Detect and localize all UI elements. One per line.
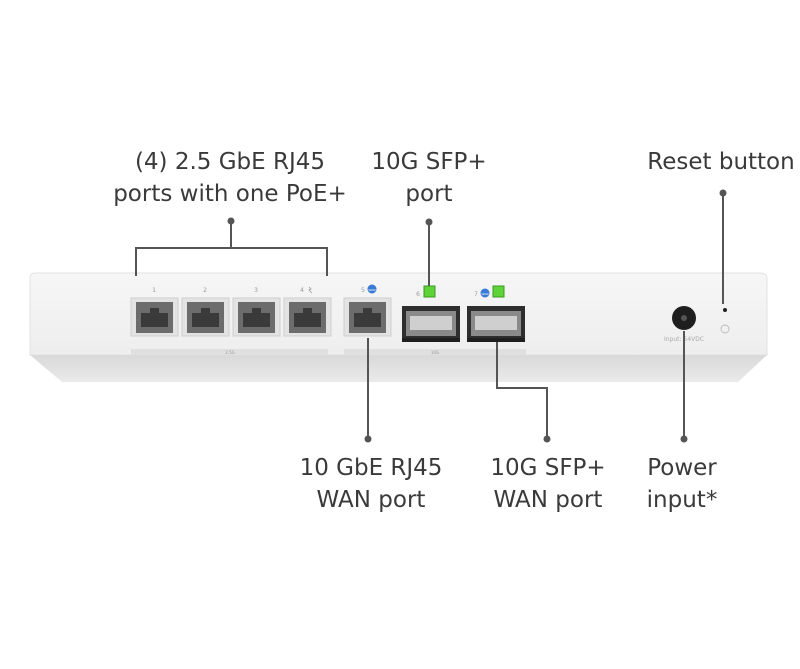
- dot-wan-rj45: [364, 435, 372, 443]
- rj45-port-2[interactable]: [181, 297, 230, 337]
- callout-sfp-port-line2: port: [405, 181, 453, 207]
- wan-badge-label-5: WAN: [368, 288, 375, 292]
- port-number-4: 4: [300, 287, 304, 294]
- port-number-3: 3: [254, 287, 258, 294]
- dot-sfp-port: [425, 218, 433, 226]
- rj45-port-3[interactable]: [232, 297, 281, 337]
- callout-reset-line1: Reset button: [647, 149, 795, 175]
- rj45-port-4-poe[interactable]: [283, 297, 332, 337]
- callout-power-line1: Power: [647, 455, 717, 481]
- group-label-25g: 2.5G: [225, 350, 234, 355]
- callout-rj45-ports-line2: ports with one PoE+: [113, 181, 347, 207]
- callout-rj45-ports-line1: (4) 2.5 GbE RJ45: [134, 149, 326, 175]
- port-number-5: 5: [361, 287, 365, 294]
- dot-wan-sfp: [543, 435, 551, 443]
- sfp-port-6-led: [423, 285, 436, 298]
- wan-badge-label-7: WAN: [481, 292, 488, 296]
- rj45-wan-port-5[interactable]: [343, 297, 392, 337]
- callout-wan-rj45-line1: 10 GbE RJ45: [299, 455, 443, 481]
- callout-wan-sfp-line1: 10G SFP+: [490, 455, 606, 481]
- sfp-port-7-led: [492, 285, 505, 298]
- power-jack[interactable]: [672, 306, 696, 330]
- leader-lines: [135, 193, 724, 437]
- callout-power-line2: input*: [646, 487, 718, 513]
- callout-sfp-port-line1: 10G SFP+: [371, 149, 487, 175]
- rj45-port-1[interactable]: [130, 297, 179, 337]
- wan-badge-7: [480, 288, 490, 298]
- port-number-2: 2: [203, 287, 207, 294]
- callout-reset: Reset button: [642, 146, 800, 178]
- port-number-7: 7: [474, 291, 478, 298]
- poe-icon: [308, 286, 313, 294]
- sfp-port-6[interactable]: [402, 306, 460, 342]
- callout-rj45-ports: (4) 2.5 GbE RJ45 ports with one PoE+: [110, 146, 350, 210]
- reset-button[interactable]: [720, 308, 730, 334]
- callout-sfp-port: 10G SFP+ port: [359, 146, 499, 210]
- callout-wan-sfp: 10G SFP+ WAN port: [478, 452, 618, 516]
- group-label-10g: 10G: [431, 350, 439, 355]
- sfp-wan-port-7[interactable]: [467, 306, 525, 342]
- wan-badge-5: [367, 284, 377, 294]
- group-bar-10g: [344, 349, 526, 355]
- group-bar-25g: [131, 349, 328, 355]
- callout-wan-rj45: 10 GbE RJ45 WAN port: [288, 452, 454, 516]
- port-number-1: 1: [152, 287, 156, 294]
- callout-wan-sfp-line2: WAN port: [493, 487, 603, 513]
- dot-reset: [719, 189, 727, 197]
- callout-power: Power input*: [630, 452, 734, 516]
- port-number-6: 6: [416, 291, 420, 298]
- leader-dots: [227, 189, 727, 443]
- dot-power: [680, 435, 688, 443]
- dot-rj45-ports: [227, 217, 235, 225]
- leader-wan-sfp: [496, 342, 548, 437]
- leader-rj45-ports: [135, 247, 328, 276]
- callout-wan-rj45-line2: WAN port: [316, 487, 426, 513]
